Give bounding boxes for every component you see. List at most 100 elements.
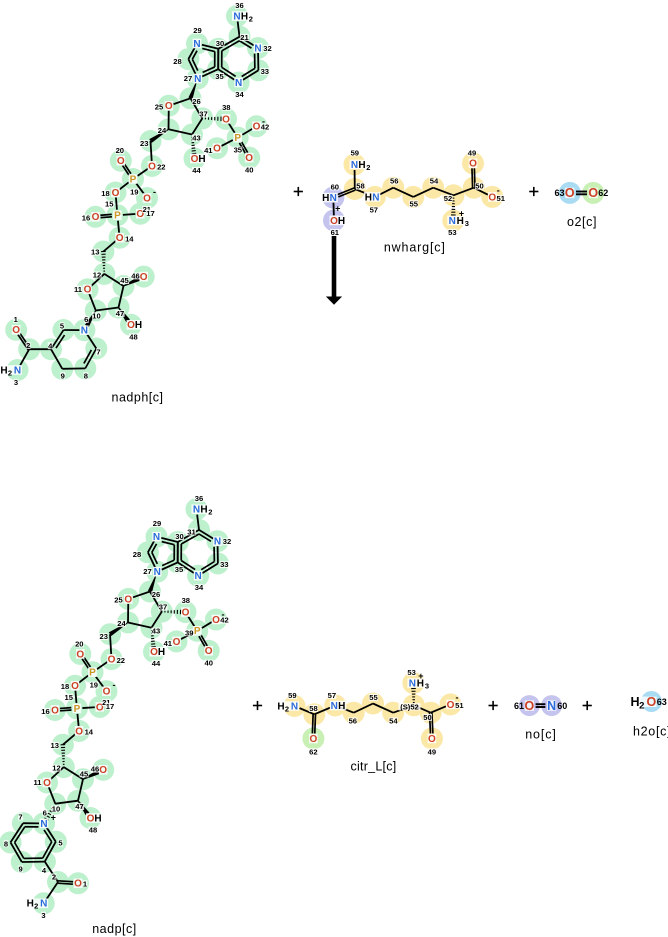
svg-text:O: O bbox=[173, 637, 181, 648]
svg-text:O: O bbox=[127, 320, 135, 331]
svg-text:N: N bbox=[254, 43, 261, 54]
svg-text:O: O bbox=[488, 192, 496, 203]
svg-text:3: 3 bbox=[41, 911, 45, 920]
svg-text:58: 58 bbox=[309, 704, 317, 713]
svg-text:56: 56 bbox=[349, 717, 357, 726]
svg-text:N: N bbox=[449, 216, 456, 227]
svg-text:49: 49 bbox=[468, 148, 476, 157]
svg-text:48: 48 bbox=[89, 826, 97, 835]
svg-text:P: P bbox=[194, 626, 201, 637]
svg-text:1: 1 bbox=[14, 315, 19, 324]
svg-text:38: 38 bbox=[222, 103, 230, 112]
svg-text:O: O bbox=[116, 233, 124, 244]
svg-text:5: 5 bbox=[58, 839, 63, 848]
svg-text:2: 2 bbox=[285, 704, 289, 713]
svg-text:60: 60 bbox=[557, 701, 567, 711]
svg-text:61: 61 bbox=[514, 701, 524, 711]
svg-text:H: H bbox=[365, 192, 372, 203]
svg-text:H: H bbox=[158, 647, 165, 658]
svg-text:9: 9 bbox=[18, 865, 22, 874]
svg-text:20: 20 bbox=[116, 146, 124, 155]
svg-text:O: O bbox=[469, 159, 477, 170]
svg-text:7: 7 bbox=[96, 348, 100, 357]
svg-text:O: O bbox=[428, 734, 436, 745]
svg-text:11: 11 bbox=[74, 285, 83, 294]
svg-text:+: + bbox=[418, 671, 423, 681]
svg-text:44: 44 bbox=[192, 166, 201, 175]
svg-text:O: O bbox=[84, 285, 92, 296]
svg-text:26: 26 bbox=[152, 590, 160, 599]
svg-text:H: H bbox=[200, 505, 207, 516]
svg-text:2: 2 bbox=[34, 902, 38, 911]
svg-text:H: H bbox=[457, 216, 464, 227]
svg-text:-: - bbox=[262, 117, 265, 127]
svg-text:P: P bbox=[114, 211, 121, 222]
svg-text:53: 53 bbox=[448, 228, 456, 237]
svg-text:22: 22 bbox=[157, 163, 165, 172]
svg-text:55: 55 bbox=[409, 199, 418, 208]
svg-text:62: 62 bbox=[309, 747, 317, 756]
svg-text:H: H bbox=[94, 813, 101, 824]
svg-text:50: 50 bbox=[475, 182, 483, 191]
svg-text:P: P bbox=[130, 174, 137, 185]
svg-text:56: 56 bbox=[390, 177, 398, 186]
svg-text:45: 45 bbox=[80, 769, 89, 778]
svg-text:47: 47 bbox=[75, 802, 83, 811]
svg-text:34: 34 bbox=[195, 583, 204, 592]
svg-text:28: 28 bbox=[173, 57, 181, 66]
svg-text:10: 10 bbox=[92, 311, 100, 320]
svg-text:O: O bbox=[43, 778, 51, 789]
svg-text:4: 4 bbox=[42, 866, 47, 875]
svg-text:16: 16 bbox=[82, 214, 90, 223]
svg-text:N: N bbox=[547, 699, 556, 713]
svg-text:N: N bbox=[154, 567, 161, 578]
svg-text:45: 45 bbox=[120, 276, 129, 285]
svg-text:P: P bbox=[89, 668, 96, 679]
svg-text:51: 51 bbox=[496, 194, 505, 203]
svg-text:24: 24 bbox=[158, 126, 167, 135]
svg-text:O: O bbox=[148, 161, 156, 172]
svg-text:N: N bbox=[372, 192, 379, 203]
svg-text:N: N bbox=[193, 505, 200, 516]
svg-text:2: 2 bbox=[8, 368, 12, 377]
svg-text:O: O bbox=[182, 608, 190, 619]
svg-text:33: 33 bbox=[220, 560, 228, 569]
svg-text:-: - bbox=[222, 140, 225, 150]
svg-text:27: 27 bbox=[184, 74, 192, 83]
svg-text:nadph[c]: nadph[c] bbox=[112, 391, 164, 405]
svg-text:16: 16 bbox=[41, 707, 49, 716]
svg-text:O: O bbox=[253, 122, 261, 133]
svg-text:H: H bbox=[322, 193, 329, 204]
svg-text:42: 42 bbox=[261, 123, 269, 132]
svg-text:-: - bbox=[497, 186, 500, 196]
svg-text:H: H bbox=[0, 365, 7, 376]
svg-text:55: 55 bbox=[369, 693, 378, 702]
svg-text:23: 23 bbox=[99, 632, 107, 641]
svg-text:36: 36 bbox=[235, 1, 243, 10]
svg-text:nadp[c]: nadp[c] bbox=[92, 922, 137, 936]
svg-text:33: 33 bbox=[261, 67, 269, 76]
svg-text:N: N bbox=[331, 701, 338, 712]
svg-text:H: H bbox=[630, 695, 639, 709]
svg-text:H: H bbox=[417, 678, 424, 689]
svg-text:14: 14 bbox=[85, 728, 94, 737]
svg-text:O: O bbox=[222, 114, 230, 125]
svg-text:2: 2 bbox=[26, 341, 30, 350]
svg-text:N: N bbox=[81, 326, 88, 337]
svg-text:8: 8 bbox=[84, 371, 88, 380]
svg-text:10: 10 bbox=[52, 805, 60, 814]
svg-text:21: 21 bbox=[143, 205, 152, 214]
svg-text:25: 25 bbox=[155, 103, 164, 112]
svg-text:3: 3 bbox=[425, 681, 429, 690]
svg-text:O: O bbox=[136, 209, 144, 220]
svg-text:2: 2 bbox=[52, 873, 56, 882]
svg-text:15: 15 bbox=[64, 693, 73, 702]
svg-text:N: N bbox=[233, 11, 240, 22]
svg-text:26: 26 bbox=[192, 97, 200, 106]
svg-text:H: H bbox=[358, 160, 365, 171]
svg-text:N: N bbox=[214, 537, 221, 548]
svg-text:nwharg[c]: nwharg[c] bbox=[384, 241, 446, 255]
svg-text:29: 29 bbox=[193, 26, 201, 35]
svg-text:O: O bbox=[143, 193, 151, 204]
svg-text:63: 63 bbox=[554, 188, 564, 198]
